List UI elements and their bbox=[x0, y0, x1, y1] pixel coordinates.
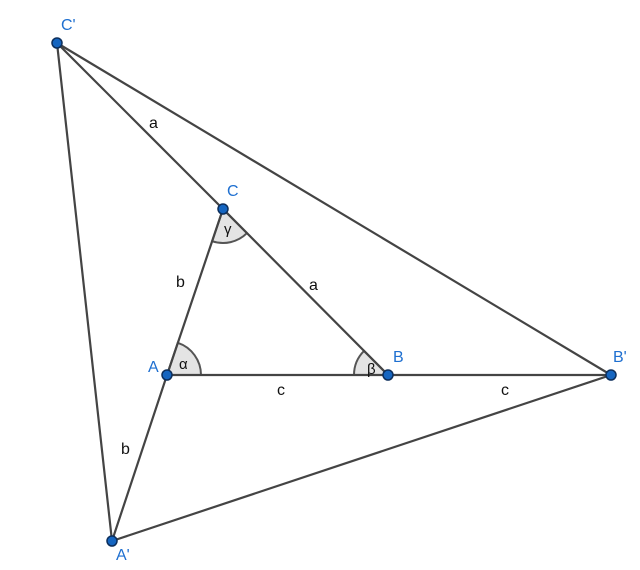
label-point-b: B bbox=[393, 349, 404, 366]
label-point-a: A bbox=[148, 359, 159, 376]
label-a-outer: a bbox=[149, 115, 158, 132]
label-c-inner: c bbox=[277, 382, 285, 399]
label-b-outer: b bbox=[121, 441, 130, 458]
segment-c-prime-b-prime[interactable] bbox=[55, 41, 613, 377]
point-b[interactable] bbox=[382, 369, 394, 381]
segment-a-a-prime[interactable] bbox=[110, 373, 169, 543]
label-gamma: γ bbox=[224, 221, 232, 238]
point-a-prime[interactable] bbox=[106, 535, 118, 547]
point-a[interactable] bbox=[161, 369, 173, 381]
segment-c-prime-a-prime[interactable] bbox=[55, 41, 114, 543]
label-b-inner: b bbox=[176, 274, 185, 291]
label-point-c: C bbox=[227, 183, 239, 200]
point-c[interactable] bbox=[217, 203, 229, 215]
label-a-inner: a bbox=[309, 277, 318, 294]
label-alpha: α bbox=[179, 356, 188, 373]
label-point-b-prime: B' bbox=[613, 349, 627, 366]
label-point-a-prime: A' bbox=[116, 547, 130, 564]
segment-a-prime-b-prime[interactable] bbox=[110, 373, 613, 543]
segment-c-prime-c[interactable] bbox=[55, 41, 225, 211]
point-b-prime[interactable] bbox=[605, 369, 617, 381]
point-c-prime[interactable] bbox=[51, 37, 63, 49]
label-beta: β bbox=[367, 361, 376, 378]
label-c-outer: c bbox=[501, 382, 509, 399]
label-point-c-prime: C' bbox=[61, 17, 76, 34]
segment-c-a[interactable] bbox=[165, 207, 225, 377]
segment-c-b[interactable] bbox=[221, 207, 390, 377]
